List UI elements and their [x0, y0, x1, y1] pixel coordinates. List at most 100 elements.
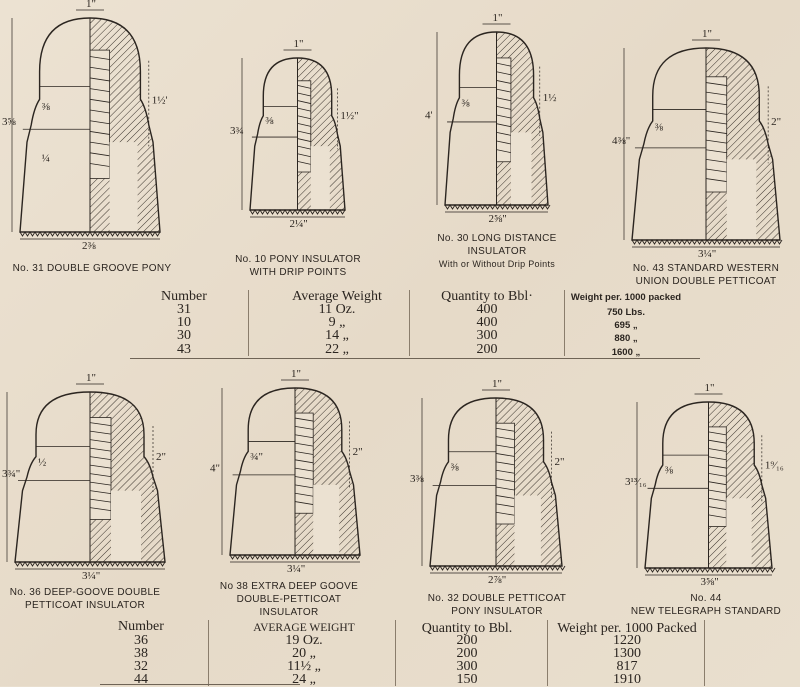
drip-points [444, 204, 551, 210]
table-cell: 200 [456, 633, 478, 648]
table-cell: 200 [456, 646, 478, 661]
thread-line [708, 489, 727, 494]
dimension-label-base: 2⅝" [489, 213, 507, 225]
thread-line [495, 444, 515, 449]
thread-line [89, 152, 110, 157]
dimension-label-groove: ⅜ [655, 122, 664, 134]
dimension-label-base: 2¼" [290, 218, 308, 230]
thread-line [89, 430, 112, 435]
thread-line [89, 56, 110, 60]
drip-points [631, 239, 783, 245]
dimension-label-thread: 2" [156, 451, 166, 463]
table-cell: 9 „ [328, 315, 346, 331]
drip-points [644, 567, 776, 573]
dimension-label-top: 1" [86, 0, 96, 10]
drip-points [19, 231, 161, 237]
divider [547, 620, 548, 686]
thread-line [89, 422, 112, 426]
table-cell: 14 „ [325, 328, 349, 344]
skirt-cavity [109, 142, 138, 232]
dimension-label-top: 1" [86, 372, 96, 384]
table-cell: 30 [177, 328, 191, 344]
thread-line [496, 80, 512, 84]
thread-line [89, 88, 110, 93]
dimension-label-groove: ⅜ [42, 101, 51, 113]
drip-points [14, 561, 166, 567]
dimension-label-thread: 1⁹⁄₁₆ [765, 459, 784, 471]
dimension-label-groove: ½ [38, 456, 46, 468]
skirt-cavity [510, 132, 532, 205]
thread-line [294, 492, 314, 497]
table-header: Weight per. 1000 Packed [557, 621, 697, 636]
thread-line [89, 456, 112, 460]
thread-line [294, 426, 314, 430]
thread-line [495, 427, 515, 432]
dimension-label-base: 2⅞" [488, 574, 506, 586]
table-cell: 44 [134, 672, 148, 687]
thread-line [89, 464, 112, 469]
thread-line [89, 490, 112, 494]
caption-no-31: No. 31 DOUBLE GROOVE PONY [12, 263, 172, 274]
table-cell: 22 „ [325, 341, 349, 357]
thread-line [496, 114, 512, 119]
thread-line [708, 464, 727, 469]
thread-line [705, 101, 727, 106]
thread-line [294, 434, 314, 439]
thread-line [89, 77, 110, 82]
dimension-label-groove: ⅜ [265, 115, 274, 127]
table-header: Weight per. 1000 packed [570, 292, 682, 303]
pin-hole [89, 49, 111, 179]
dimension-label-height: 3⅜ [410, 473, 425, 485]
dimension-label-base: 3⅝" [701, 576, 719, 588]
thread-line [705, 91, 727, 96]
dimension-label-base: 3¼" [698, 248, 716, 260]
table-cell: 1910 [613, 672, 641, 687]
thread-line [294, 484, 314, 489]
thread-line [708, 456, 727, 461]
table-cell: 400 [476, 302, 498, 317]
dimension-label-height: 4" [210, 463, 220, 475]
table-cell: 400 [476, 315, 498, 331]
dimension-label-base: 3¼" [287, 563, 305, 575]
thread-line [496, 105, 512, 110]
thread-line [496, 97, 512, 102]
table-cell: 19 Oz. [285, 633, 323, 648]
dimension-label-top: 1" [702, 28, 712, 40]
table-header: Quantity to Bbl· [441, 289, 533, 304]
thread-line [297, 145, 311, 150]
thread-line [297, 115, 311, 120]
dimension-label-height: 4' [425, 110, 433, 122]
dimension-label-thread: 2" [554, 456, 564, 468]
thread-line [495, 486, 515, 491]
pin-hole [705, 76, 728, 193]
table-cell: 11 Oz. [318, 302, 356, 317]
dimension-label-thread: 1½ [543, 92, 557, 104]
thread-line [495, 478, 515, 483]
thread-line [89, 481, 112, 486]
dimension-label-height: 3¾ [230, 125, 244, 137]
thread-line [294, 442, 314, 447]
table-header: Number [118, 619, 164, 634]
divider [395, 620, 396, 686]
thread-line [89, 439, 112, 443]
thread-line [708, 431, 727, 436]
dimension-label-groove: ⅜ [665, 465, 674, 477]
thread-line [297, 84, 311, 89]
table-cell: 1220 [613, 633, 641, 648]
table-cell: 43 [177, 341, 191, 357]
drip-points [429, 565, 566, 571]
thread-line [89, 120, 110, 125]
table-cell: 1600 „ [611, 346, 641, 358]
skirt-cavity [514, 495, 541, 566]
table-cell: 10 [177, 315, 191, 331]
thread-line [89, 109, 110, 114]
thread-line [705, 158, 727, 163]
table-cell: 150 [456, 672, 478, 687]
thread-line [705, 149, 727, 154]
thread-line [89, 473, 112, 477]
thread-line [705, 82, 727, 86]
